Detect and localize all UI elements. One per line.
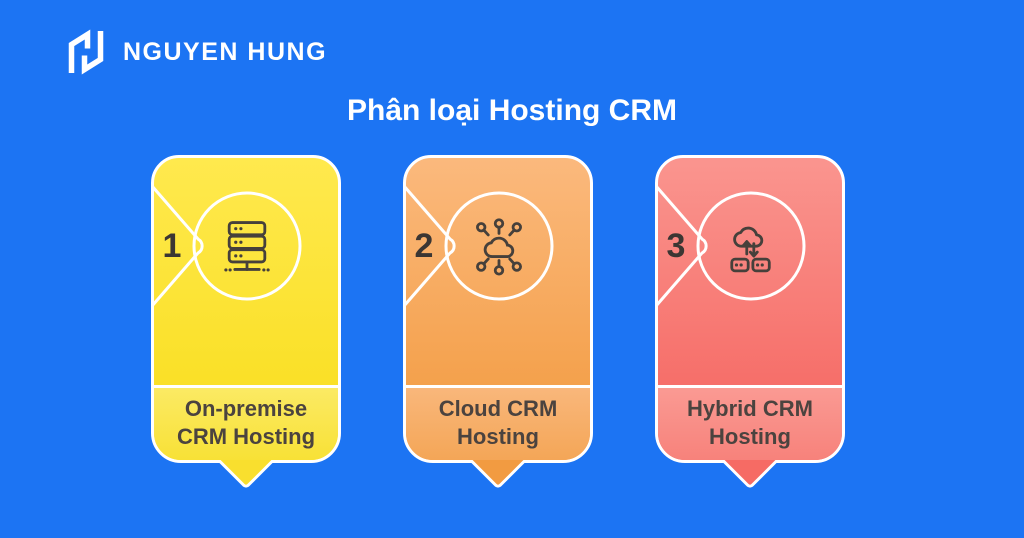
card-label: Cloud CRM Hosting (406, 385, 590, 460)
card-hybrid: 3 Hybrid CRM Hosting (655, 155, 845, 490)
card-top-panel: 3 (658, 158, 842, 385)
card-top-panel: 2 (406, 158, 590, 385)
card-label: Hybrid CRM Hosting (658, 385, 842, 460)
card-number: 1 (162, 227, 182, 265)
card-on-premise: 1 On-premise CRM Hosting (151, 155, 341, 490)
card-label-line: Hosting (457, 423, 539, 449)
icon-circle-and-notch-decoration (154, 186, 302, 306)
card-number: 2 (414, 227, 434, 265)
cloud-sync-servers-icon (721, 216, 781, 276)
icon-circle-and-notch-decoration (658, 186, 806, 306)
brand-header: NGUYEN HUNG (62, 28, 327, 76)
card-label-line: Hybrid CRM (687, 395, 813, 421)
card-label: On-premise CRM Hosting (154, 385, 338, 460)
page-title: Phân loại Hosting CRM (347, 94, 677, 127)
server-stack-icon (217, 216, 277, 276)
card-label-line: Cloud CRM (438, 395, 558, 421)
card-top-panel: 1 (154, 158, 338, 385)
card-cloud: 2 Cloud CRM Hosting (403, 155, 593, 490)
nguyen-hung-n-logo-icon (68, 29, 104, 75)
card-label-line: On-premise (184, 395, 308, 421)
cloud-network-icon (469, 216, 529, 276)
icon-circle-and-notch-decoration (406, 186, 554, 306)
card-number: 3 (666, 227, 686, 265)
card-label-line: CRM Hosting (176, 423, 316, 449)
brand-name: NGUYEN HUNG (123, 37, 328, 66)
card-label-line: Hosting (709, 423, 791, 449)
